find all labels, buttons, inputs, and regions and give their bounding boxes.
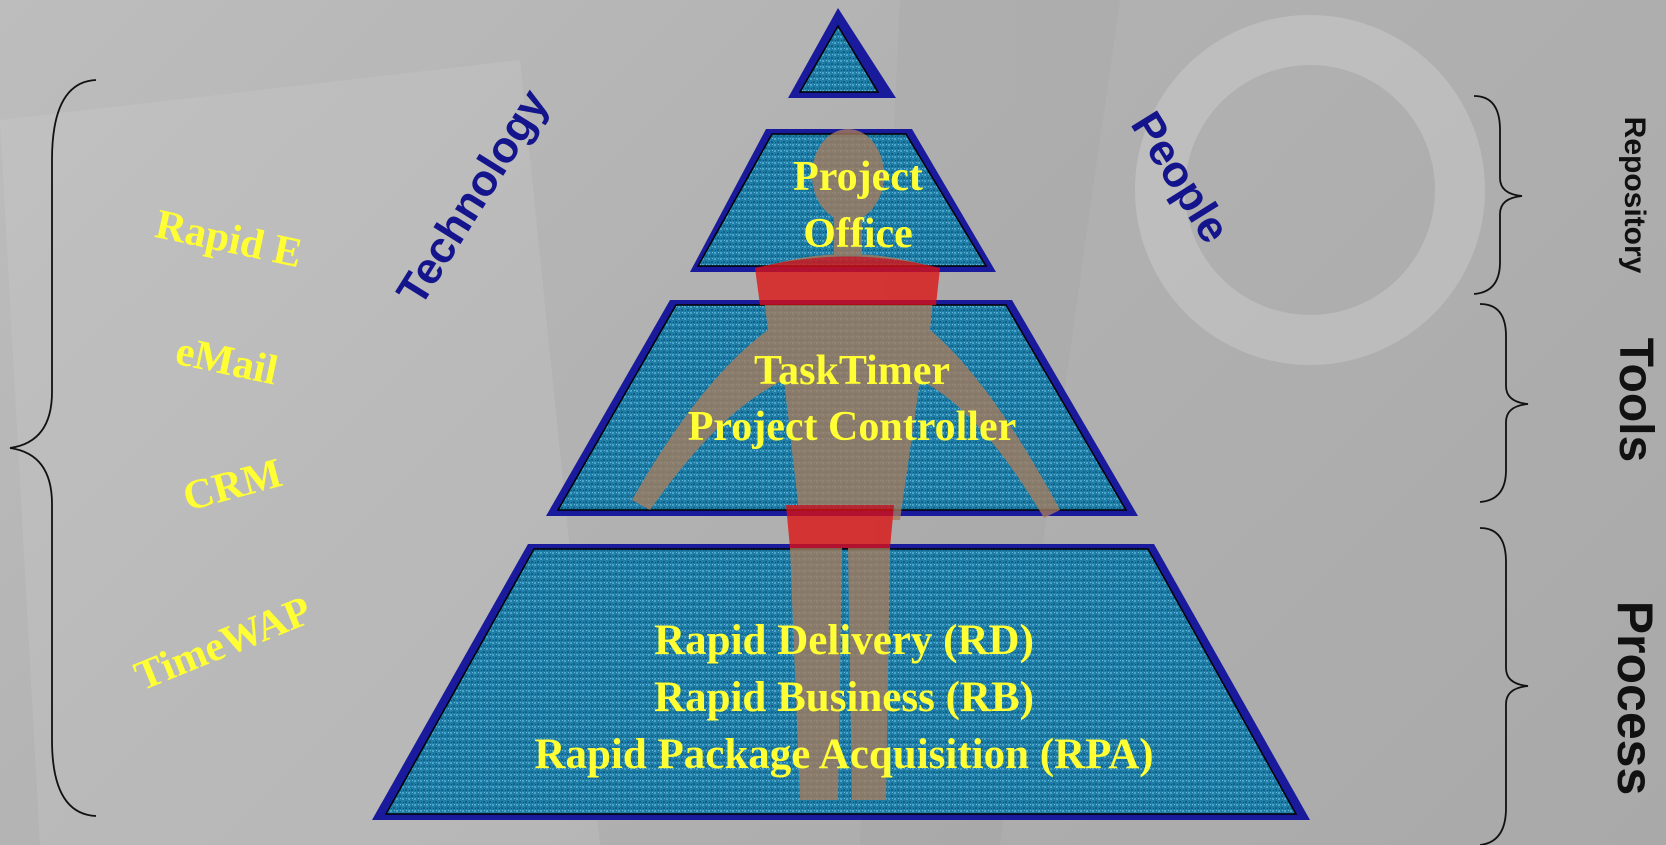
tier-bottom-line2: Rapid Business (RB): [654, 674, 1034, 721]
tier-top-line2: Office: [803, 211, 913, 257]
repository-brace: [1473, 95, 1523, 295]
left-brace: [9, 79, 97, 817]
tier-bottom-line3: Rapid Package Acquisition (RPA): [534, 731, 1153, 778]
tools-label: Tools: [1609, 338, 1662, 462]
tier-middle-line2: Project Controller: [688, 404, 1016, 450]
process-brace: [1479, 527, 1529, 845]
tier-top-line1: Project: [793, 154, 923, 200]
tier-bottom-line1: Rapid Delivery (RD): [654, 617, 1034, 664]
repository-label: Repository: [1618, 117, 1651, 274]
human-figure: [632, 129, 1060, 800]
tools-brace: [1479, 303, 1529, 503]
tier-middle-line1: TaskTimer: [754, 348, 950, 394]
process-label: Process: [1607, 601, 1663, 796]
